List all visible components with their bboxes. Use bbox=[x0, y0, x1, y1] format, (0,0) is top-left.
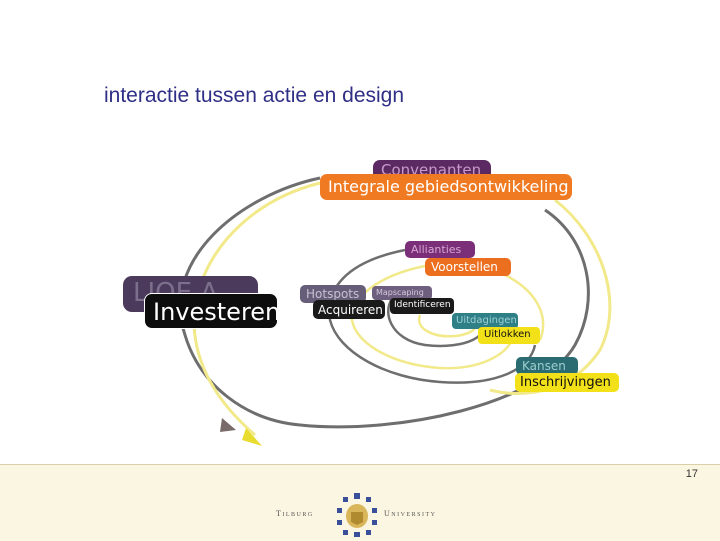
university-seal-icon bbox=[337, 493, 377, 537]
outer-light-spiral bbox=[489, 198, 612, 395]
footer-bar bbox=[0, 464, 720, 541]
label-integrale-gebiedsontwikkeling: Integrale gebiedsontwikkeling bbox=[320, 174, 572, 200]
tilburg-university-logo: Tilburg University bbox=[276, 492, 446, 538]
label-uitlokken: Uitlokken bbox=[478, 327, 540, 344]
middle-light-spiral bbox=[350, 263, 514, 370]
middle-light-spiral-right bbox=[504, 273, 545, 341]
slide-title: interactie tussen actie en design bbox=[104, 84, 405, 107]
middle-dark-spiral bbox=[328, 248, 537, 384]
label-allianties: Allianties bbox=[405, 241, 475, 258]
label-hotspots: Hotspots bbox=[300, 285, 366, 303]
label-uitdagingen: Uitdagingen bbox=[452, 313, 518, 329]
label-kansen: Kansen bbox=[516, 357, 578, 375]
label-identificeren: Identificeren bbox=[390, 298, 454, 314]
grey-arrow-head bbox=[220, 418, 236, 432]
page-number: 17 bbox=[685, 468, 698, 480]
label-mapscaping: Mapscaping bbox=[372, 286, 432, 300]
logo-text-left: Tilburg bbox=[276, 509, 314, 518]
label-voorstellen: Voorstellen bbox=[425, 258, 511, 276]
label-investeren: Investeren bbox=[144, 293, 280, 329]
logo-text-right: University bbox=[384, 509, 437, 518]
yellow-arrow-head bbox=[242, 428, 262, 446]
label-acquireren: Acquireren bbox=[313, 300, 385, 319]
outer-dark-spiral bbox=[178, 176, 590, 429]
label-inschrijvingen: Inschrijvingen bbox=[515, 373, 619, 392]
